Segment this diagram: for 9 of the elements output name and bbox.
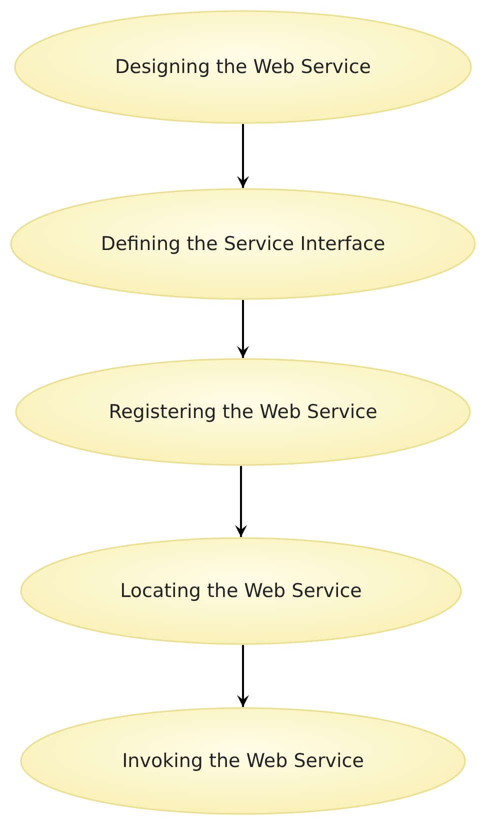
node-label: Locating the Web Service: [119, 578, 363, 604]
node-label: Invoking the Web Service: [121, 748, 365, 774]
arrow: [235, 466, 247, 537]
arrow: [237, 645, 249, 707]
arrow: [237, 300, 249, 358]
node-label: Defining the Service Interface: [100, 232, 386, 257]
node-label: Registering the Web Service: [108, 400, 378, 425]
arrow: [237, 124, 249, 188]
node-label: Designing the Web Service: [114, 54, 372, 80]
